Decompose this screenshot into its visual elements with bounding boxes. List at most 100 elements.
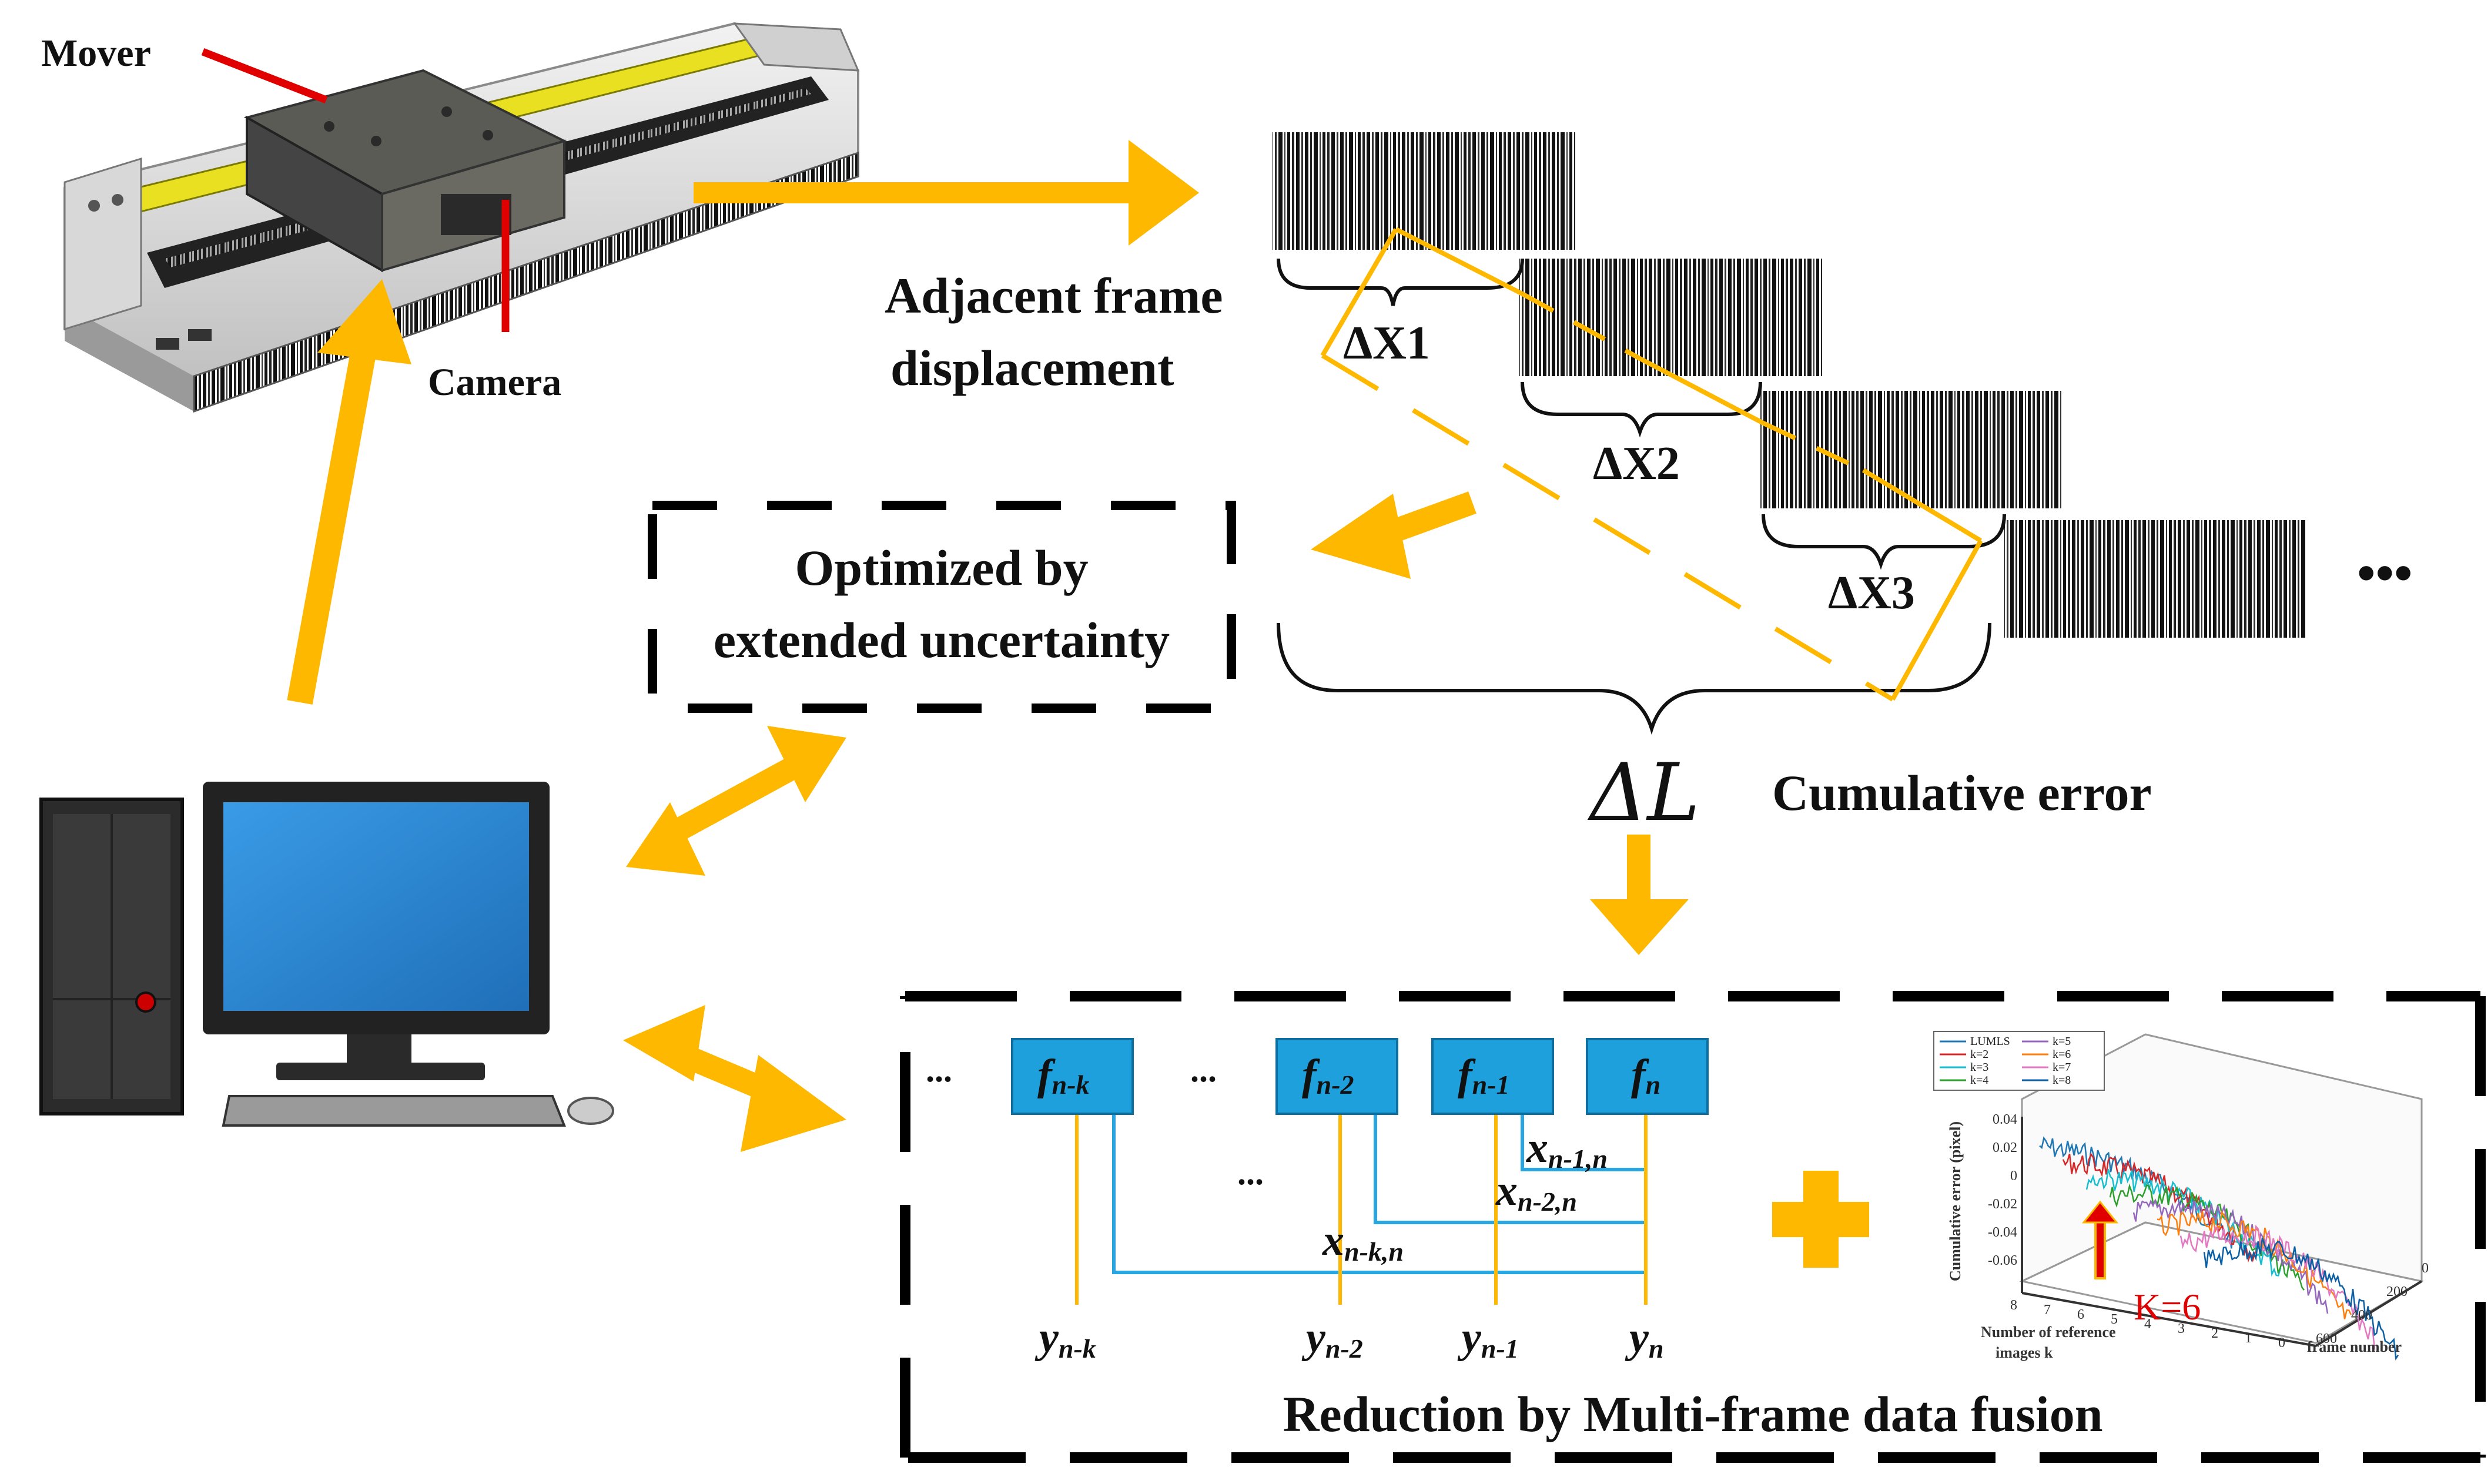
inset-zlabel: frame number xyxy=(2307,1338,2402,1355)
node-label-sub: n-k xyxy=(1052,1070,1090,1100)
inset-ftick: 400 xyxy=(2351,1308,2372,1323)
inset-annotation: K=6 xyxy=(2134,1286,2201,1328)
fusion-title: Reduction by Multi-frame data fusion xyxy=(1283,1386,2102,1442)
inset-ktick: 8 xyxy=(2010,1298,2017,1313)
inset-ftick: 600 xyxy=(2316,1331,2337,1346)
optimized-line1: Optimized by xyxy=(795,540,1088,596)
y-label-sub: n-1 xyxy=(1481,1334,1519,1364)
inset-legend-label: k=7 xyxy=(2053,1061,2071,1074)
y-label-sub: n-k xyxy=(1059,1334,1096,1364)
inset-legend xyxy=(1933,1031,2105,1091)
inset-legend-label: k=3 xyxy=(1970,1061,1988,1074)
y-label-sub: n xyxy=(1649,1334,1664,1364)
inset-series-line xyxy=(2179,1224,2376,1350)
node-label-sub: n-1 xyxy=(1472,1070,1510,1100)
edge-label-sub: n-2,n xyxy=(1518,1187,1577,1217)
optimized-box xyxy=(648,501,1236,713)
inset-legend-label: k=5 xyxy=(2053,1035,2071,1048)
frame-3 xyxy=(1760,391,2063,508)
y-label-sub: n-2 xyxy=(1325,1334,1363,1364)
fusion-dots-lower: ... xyxy=(1237,1153,1264,1192)
node-label-sub: n-2 xyxy=(1317,1070,1354,1100)
inset-ktick: 6 xyxy=(2077,1307,2084,1322)
inset-ytick: 0.02 xyxy=(1993,1140,2017,1155)
dx1-label: ΔX1 xyxy=(1343,317,1430,369)
adjacent-label-line1: Adjacent frame xyxy=(885,267,1223,324)
inset-legend-label: LUMLS xyxy=(1970,1035,2010,1048)
inset-legend-label: k=4 xyxy=(1970,1074,1988,1087)
node-f-n-1: fn-1 xyxy=(1431,1038,1554,1115)
inset-ytick: 0 xyxy=(2010,1168,2017,1184)
node-f-n-2: fn-2 xyxy=(1275,1038,1398,1115)
arrow-computer-fusion xyxy=(623,1005,846,1152)
arrow-computer-to-stage xyxy=(287,279,411,705)
inset-ktick: 0 xyxy=(2278,1335,2285,1351)
inset-ktick: 3 xyxy=(2178,1321,2185,1336)
edge-label-n-2-n: xn-2,n xyxy=(1495,1167,1577,1217)
inset-yticks: 0.04 0.02 0 -0.02 -0.04 -0.06 xyxy=(1988,1112,2017,1268)
delta-l-symbol: ΔL xyxy=(1587,746,1700,839)
inset-series-line xyxy=(2203,1237,2399,1361)
y-label-main: y xyxy=(1034,1314,1059,1362)
inset-ktick: 2 xyxy=(2211,1326,2218,1341)
brace-cumulative xyxy=(1277,622,1991,735)
y-label-n-1: yn-1 xyxy=(1457,1314,1519,1364)
y-label-main: y xyxy=(1301,1314,1326,1362)
edge-label-sub: n-1,n xyxy=(1548,1144,1608,1174)
inset-series-line xyxy=(2157,1210,2352,1319)
edge-label-n-k-n: xn-k,n xyxy=(1322,1217,1404,1267)
ellipsis-label: ••• xyxy=(2357,544,2413,602)
inset-ytick: -0.04 xyxy=(1988,1225,2017,1240)
adjacent-label-line2: displacement xyxy=(890,340,1174,396)
keyboard-icon xyxy=(222,1095,566,1127)
inset-legend-label: k=2 xyxy=(1970,1048,1988,1061)
frame-2 xyxy=(1519,259,1822,376)
inset-ytick: -0.06 xyxy=(1988,1253,2017,1268)
edge-label-main: x xyxy=(1322,1217,1344,1265)
inset-ytick: -0.02 xyxy=(1988,1197,2017,1212)
inset-xlabel-1: Number of reference xyxy=(1981,1324,2116,1341)
arrow-to-optimized-box xyxy=(1311,491,1476,579)
fusion-box-border xyxy=(900,991,2486,1463)
y-label-n-2: yn-2 xyxy=(1301,1314,1363,1364)
inset-ktick: 7 xyxy=(2044,1302,2051,1318)
y-label-main: y xyxy=(1625,1314,1649,1362)
fusion-dots-left: ... xyxy=(926,1050,952,1089)
inset-series xyxy=(2039,1136,2399,1361)
fusion-dots-middle: ... xyxy=(1190,1050,1217,1089)
inset-fticks: 0 200 400 600 xyxy=(2316,1261,2429,1346)
inset-ktick: 5 xyxy=(2111,1312,2118,1327)
brace-dx2 xyxy=(1521,381,1762,438)
power-button-icon xyxy=(135,991,156,1013)
inset-ktick: 1 xyxy=(2245,1331,2252,1346)
inset-ytick: 0.04 xyxy=(1993,1112,2017,1127)
node-f-n-k: fn-k xyxy=(1011,1038,1134,1115)
dx3-label: ΔX3 xyxy=(1828,567,1915,619)
node-f-n: fn xyxy=(1586,1038,1709,1115)
frame-4 xyxy=(2004,520,2307,638)
y-label-n-k: yn-k xyxy=(1034,1314,1096,1364)
inset-ktick: 4 xyxy=(2144,1316,2151,1332)
dx2-label: ΔX2 xyxy=(1593,438,1680,490)
inset-ftick: 0 xyxy=(2422,1261,2429,1276)
edge-label-main: x xyxy=(1495,1167,1518,1215)
computer-illustration xyxy=(39,782,614,1127)
inset-kticks: 8 7 6 5 4 3 2 1 0 xyxy=(2010,1298,2285,1351)
cumulative-error-label: Cumulative error xyxy=(1772,765,2152,821)
inset-legend-label: k=8 xyxy=(2053,1074,2071,1087)
inset-series-line xyxy=(2132,1198,2329,1314)
frame-1 xyxy=(1273,132,1575,250)
arrow-down-to-fusion xyxy=(1590,835,1689,955)
cumulative-projection xyxy=(1320,227,1983,702)
mouse-icon xyxy=(567,1097,614,1125)
y-label-n: yn xyxy=(1625,1314,1663,1364)
inset-xlabel-2: images k xyxy=(1996,1344,2053,1361)
observation-lines xyxy=(1075,1114,1648,1305)
mover-label: Mover xyxy=(41,32,151,75)
brace-dx1 xyxy=(1277,258,1524,306)
inset-ftick: 200 xyxy=(2386,1284,2408,1299)
linear-stage-illustration xyxy=(63,22,860,413)
y-label-main: y xyxy=(1457,1314,1482,1362)
